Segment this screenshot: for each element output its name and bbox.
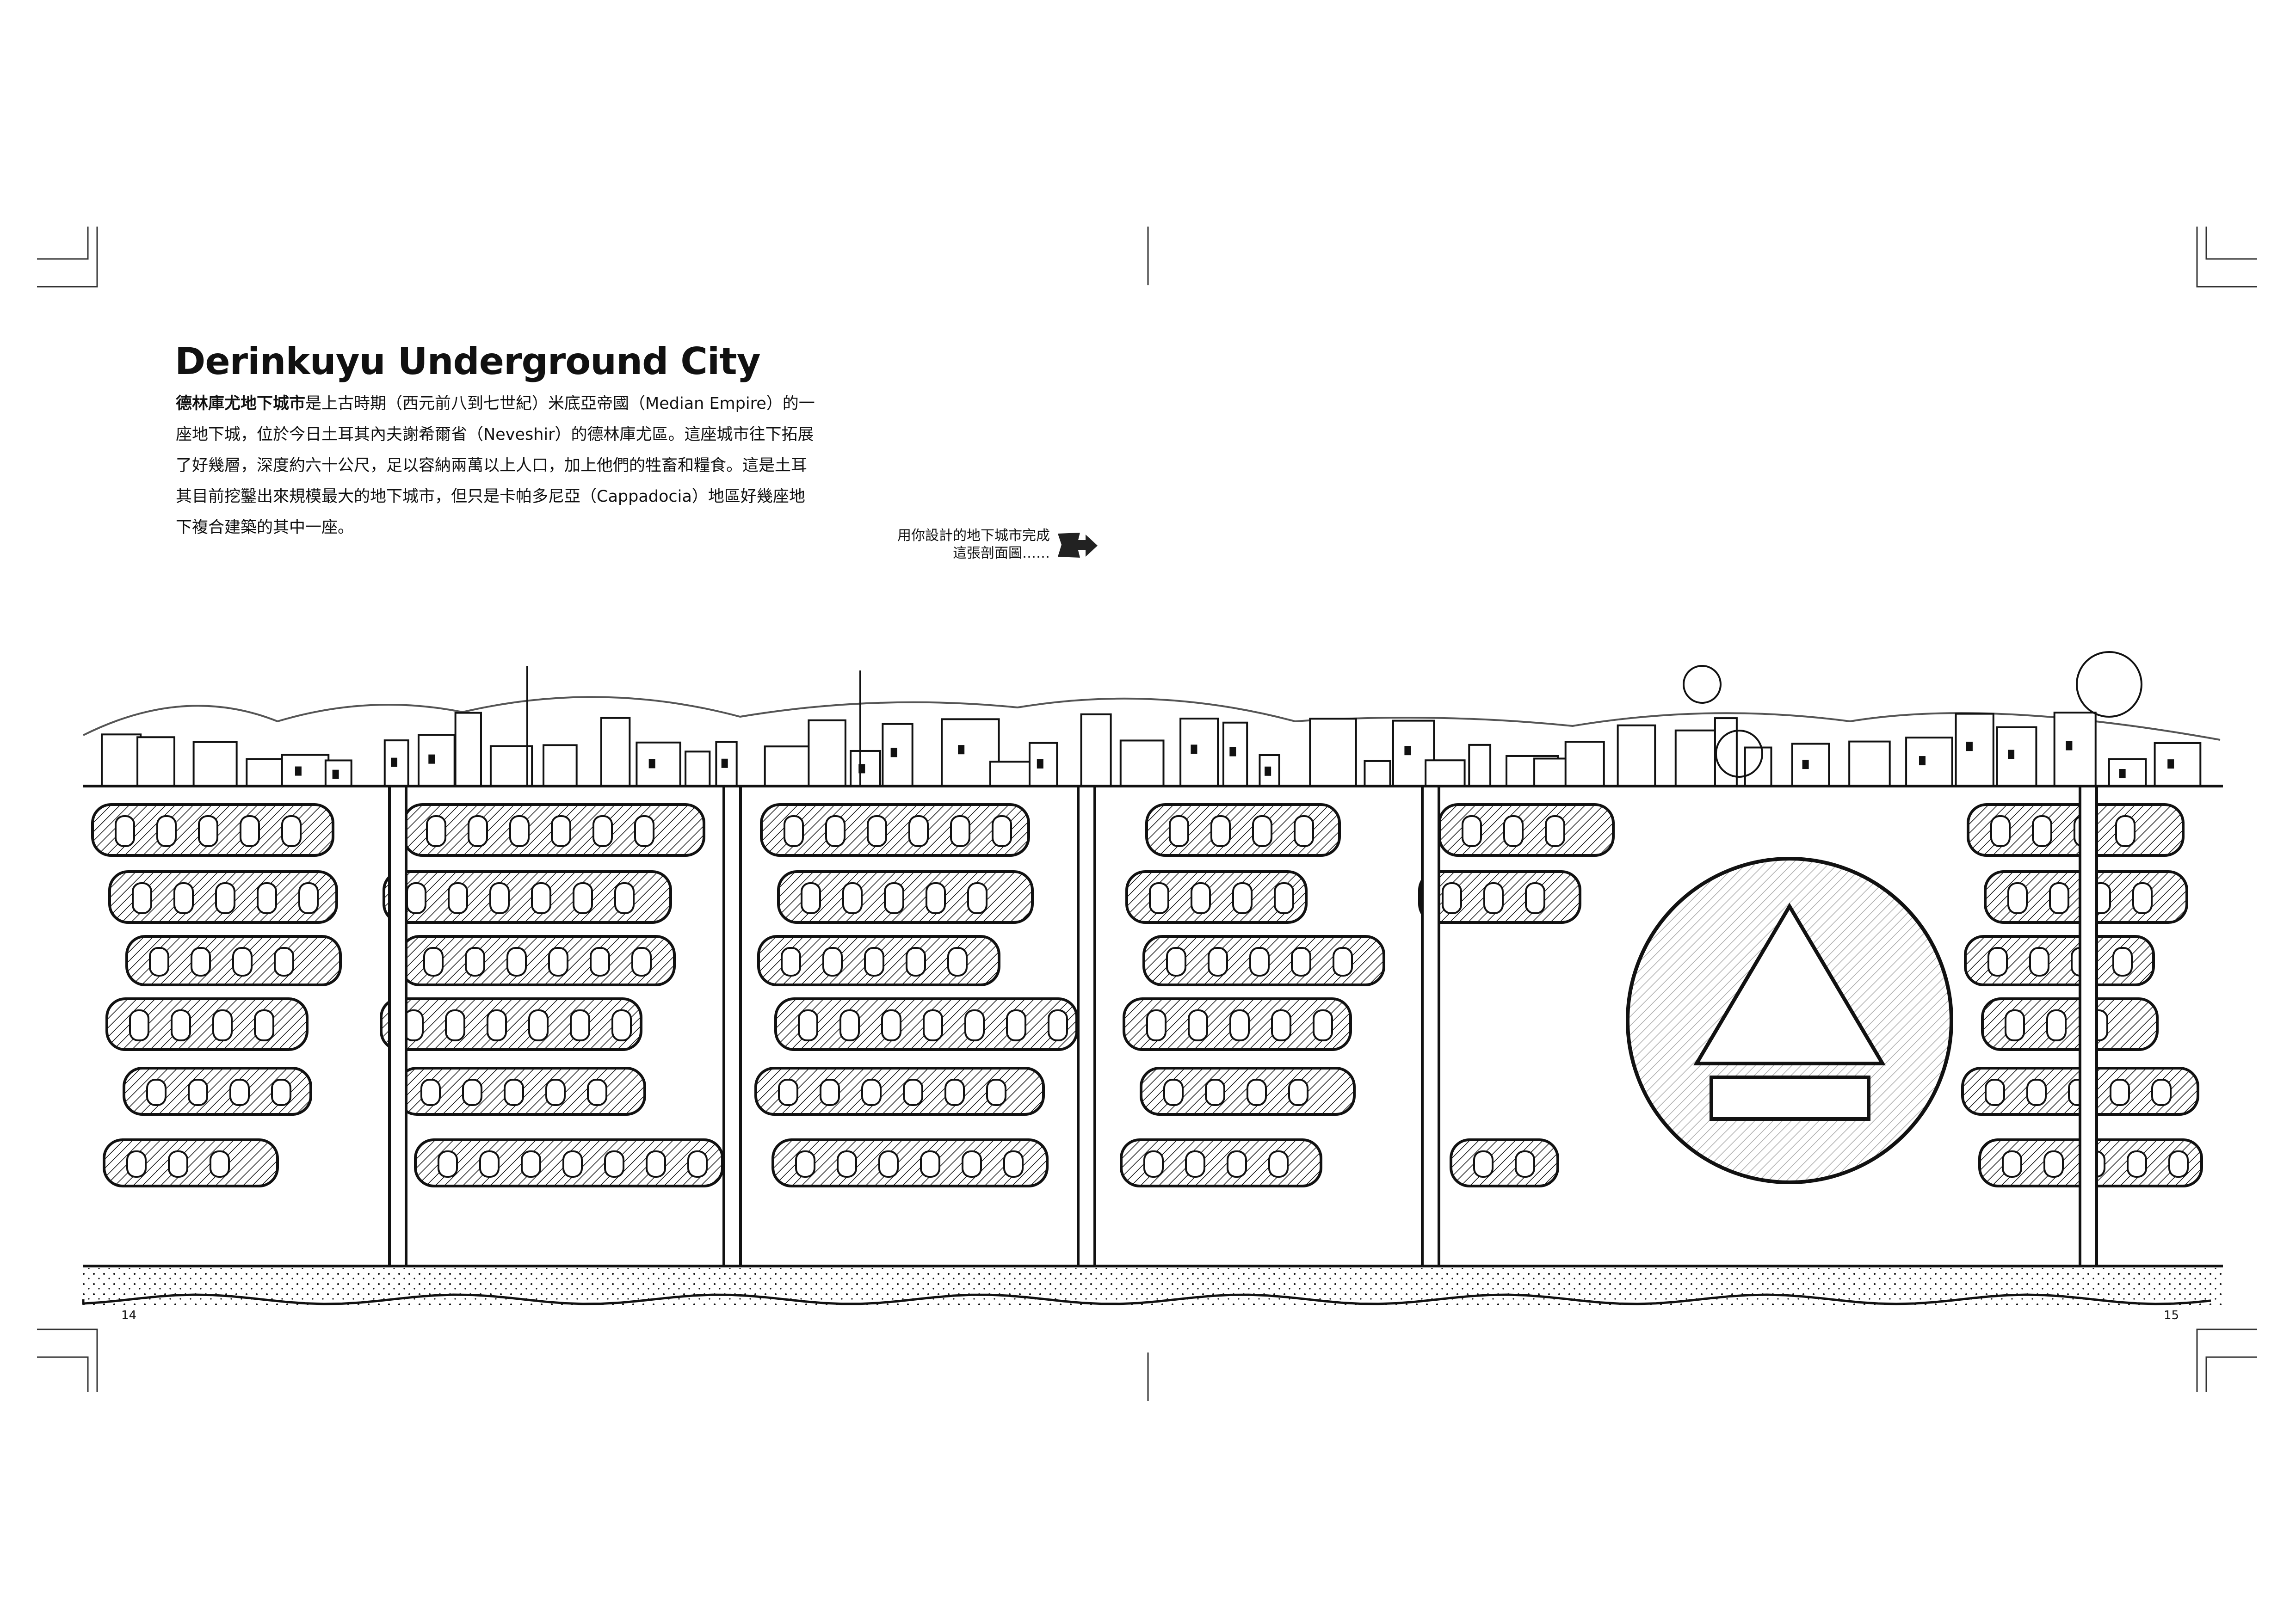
- ventilation-shaft: [388, 785, 407, 1267]
- paragraph-line: 其目前挖鑿出來規模最大的地下城市，但只是卡帕多尼亞（Cappadocia）地區好…: [176, 487, 805, 506]
- paragraph-line: 下複合建築的其中一座。: [176, 518, 354, 537]
- paragraph-line: 了好幾層，深度約六十公尺，足以容納兩萬以上人口，加上他們的牲畜和糧食。這是土耳: [176, 456, 808, 475]
- paragraph-line: 座地下城，位於今日土耳其內夫謝希爾省（Neveshir）的德林庫尤區。這座城市往…: [176, 425, 814, 444]
- cave-chamber: [1450, 1138, 1559, 1187]
- cave-chamber: [123, 1067, 312, 1116]
- paragraph-line: 德林庫尤地下城市是上古時期（西元前八到七世紀）米底亞帝國（Median Empi…: [176, 388, 815, 419]
- intro-paragraph: 德林庫尤地下城市是上古時期（西元前八到七世紀）米底亞帝國（Median Empi…: [176, 388, 815, 543]
- arrow-right-icon: [1058, 533, 1098, 558]
- paragraph-text: 是上古時期（西元前八到七世紀）米底亞帝國（Median Empire）的一: [305, 394, 815, 413]
- instruction-text: 用你設計的地下城市完成 這張剖面圖……: [879, 527, 1050, 562]
- cave-chamber: [1981, 997, 2159, 1051]
- crop-marks: [37, 227, 2257, 1401]
- dome-chamber: [1626, 857, 1953, 1184]
- page-title: Derinkuyu Underground City: [175, 340, 761, 383]
- instruction-line: 這張剖面圖……: [953, 545, 1050, 561]
- page-number-right: 15: [2164, 1309, 2179, 1322]
- cave-chamber: [103, 1138, 279, 1187]
- ground-and-water: [82, 785, 2223, 1305]
- cave-chamber: [1145, 803, 1341, 857]
- ventilation-shaft: [1077, 785, 1096, 1267]
- ventilation-shaft: [2079, 785, 2098, 1267]
- underground-chambers: [91, 785, 2203, 1267]
- cave-chamber: [1125, 870, 1308, 924]
- lead-bold: 德林庫尤地下城市: [176, 394, 306, 413]
- ventilation-shaft: [722, 785, 742, 1267]
- surface-skyline: [83, 651, 2221, 787]
- page-number-left: 14: [121, 1309, 137, 1322]
- cave-chamber: [1964, 935, 2155, 986]
- ventilation-shaft: [1421, 785, 1440, 1267]
- instruction-line: 用你設計的地下城市完成: [897, 528, 1050, 544]
